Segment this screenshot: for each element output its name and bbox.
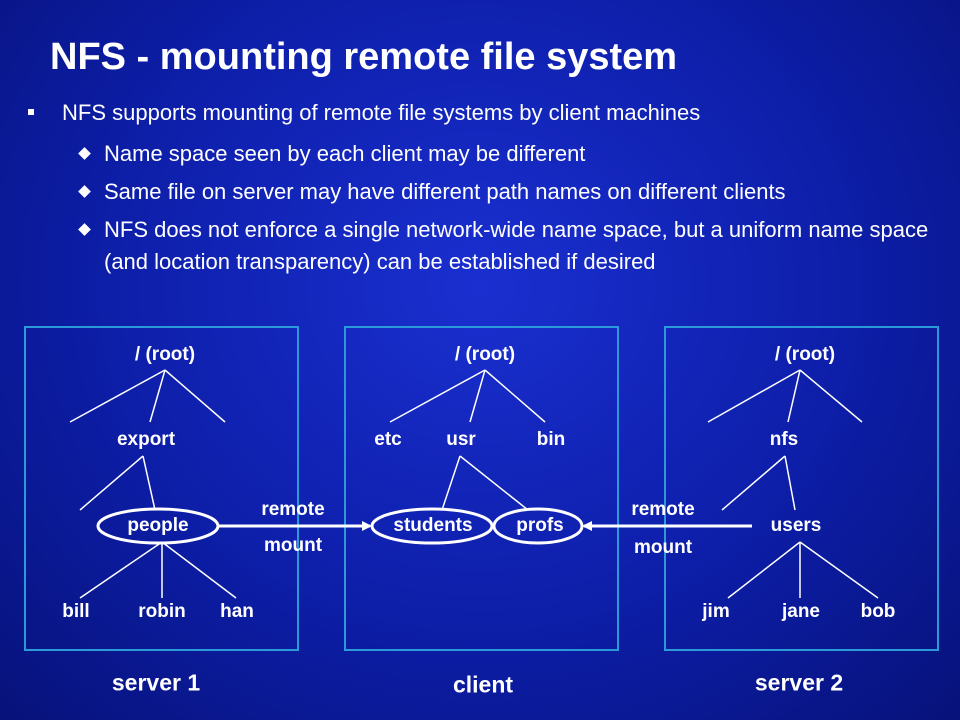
main-bullet-text: NFS supports mounting of remote file sys…: [62, 100, 701, 125]
server2-root-label: / (root): [774, 344, 836, 365]
server2-users-label: users: [770, 515, 822, 536]
sub-bullet: Same file on server may have different p…: [78, 176, 944, 208]
client-profs-label: profs: [516, 515, 564, 536]
tree-edge: [799, 541, 879, 599]
tree-edge: [799, 369, 863, 423]
server2-nfs-label: nfs: [769, 429, 799, 450]
tree-edge: [164, 369, 226, 423]
tree-edge: [441, 455, 461, 511]
tree-edge: [787, 369, 801, 423]
mount-left-label-line1: remote: [261, 499, 325, 520]
client-students-label: students: [393, 515, 473, 536]
server2-box: [664, 326, 939, 651]
client-dir-label: etc: [374, 429, 402, 450]
tree-edge: [69, 369, 166, 423]
tree-edge: [484, 369, 546, 423]
client-dir-label: usr: [446, 429, 476, 450]
tree-edge: [79, 541, 163, 599]
server1-root-label: / (root): [134, 344, 196, 365]
tree-edge: [707, 369, 801, 423]
sub-bullet-list: Name space seen by each client may be di…: [78, 138, 944, 284]
client-root-label: / (root): [454, 344, 516, 365]
mount-right-label-line2: mount: [633, 537, 693, 558]
students-ellipse: [370, 507, 494, 545]
sub-bullet: Name space seen by each client may be di…: [78, 138, 944, 170]
sub-bullet: NFS does not enforce a single network-wi…: [78, 214, 944, 278]
tree-edge: [161, 541, 237, 599]
server1-leaf-label: han: [220, 601, 254, 622]
square-bullet-icon: [28, 109, 34, 115]
tree-edge: [142, 455, 156, 511]
server1-leaf-label: bill: [62, 601, 90, 622]
tree-edge: [459, 455, 529, 511]
tree-edge: [469, 369, 486, 423]
tree-edge: [721, 455, 786, 511]
mount-right-label-line1: remote: [631, 499, 695, 520]
client-caption: client: [452, 671, 514, 698]
sub-bullet-text: Same file on server may have different p…: [104, 179, 786, 204]
tree-edge: [389, 369, 486, 423]
slide-title: NFS - mounting remote file system: [50, 36, 678, 78]
sub-bullet-text: Name space seen by each client may be di…: [104, 141, 586, 166]
main-bullet: NFS supports mounting of remote file sys…: [28, 100, 701, 126]
server2-leaf-label: jim: [702, 601, 730, 622]
server1-export-label: export: [116, 429, 176, 450]
server1-people-label: people: [127, 515, 189, 536]
sub-bullet-text: NFS does not enforce a single network-wi…: [104, 217, 929, 274]
tree-edge: [727, 541, 801, 599]
client-dir-label: bin: [536, 429, 566, 450]
tree-edge: [149, 369, 166, 423]
server2-leaf-label: bob: [860, 601, 896, 622]
server2-caption: server 2: [754, 669, 844, 696]
server1-leaf-label: robin: [138, 601, 186, 622]
server1-caption: server 1: [111, 669, 201, 696]
tree-edge: [784, 455, 796, 511]
mount-left-label-line2: mount: [263, 535, 323, 556]
server1-box: [24, 326, 299, 651]
tree-edge: [79, 455, 144, 511]
server2-leaf-label: jane: [781, 601, 821, 622]
client-box: [344, 326, 619, 651]
